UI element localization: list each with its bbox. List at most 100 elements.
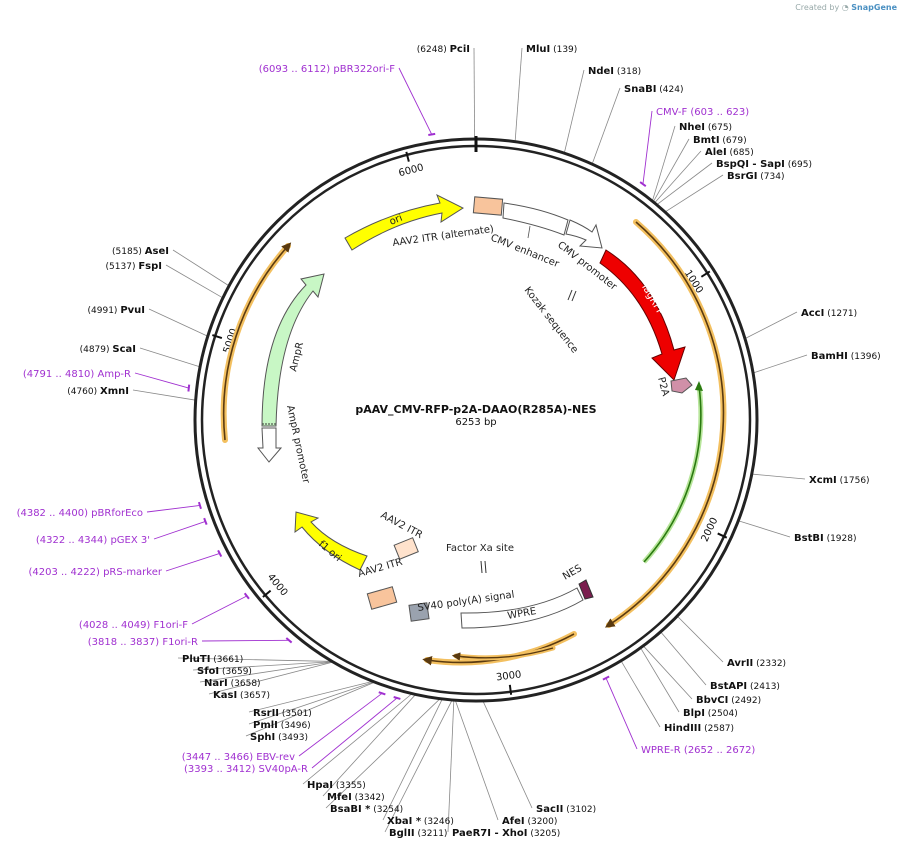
primer-label: (4203 .. 4222) pRS-marker (28, 567, 162, 578)
site-connector (473, 47, 475, 140)
site-label: BmtI (679) (693, 135, 747, 146)
primer-connector (398, 67, 433, 135)
site-connector (744, 311, 798, 340)
feature-tagrfp (599, 249, 686, 381)
site-connector (447, 700, 455, 833)
primer-mark (602, 675, 610, 681)
site-connector (165, 264, 224, 299)
credit-prefix: Created by (795, 3, 840, 12)
plasmid-length: 6253 bp (455, 417, 496, 428)
feature-f1-ori (294, 511, 368, 571)
primer-mark (393, 696, 401, 700)
primer-connectors (134, 67, 653, 769)
primer-label: (3818 .. 3837) F1ori-R (88, 637, 198, 648)
feature-label-cmv-enhancer: CMV enhancer (489, 233, 561, 271)
primer-label: (4791 .. 4810) Amp-R (23, 369, 131, 380)
primer-mark (378, 691, 386, 696)
snapgene-credit: Created by ◔ SnapGene (795, 3, 897, 12)
snapgene-logo-icon: ◔ (841, 3, 849, 12)
site-connector (248, 681, 375, 725)
site-connector (664, 174, 724, 213)
site-connector (640, 647, 680, 713)
primer-mark (285, 637, 293, 644)
primer-connector (201, 639, 289, 642)
primer-label: (3393 .. 3412) SV40pA-R (184, 764, 308, 775)
feature-label-sv40-polya: SV40 poly(A) signal (417, 589, 515, 613)
primer-label: WPRE-R (2652 .. 2672) (641, 745, 755, 756)
site-label: SacII (3102) (536, 804, 596, 815)
site-label: (5137) FspI (106, 261, 162, 272)
site-label: BstBI (1928) (794, 533, 857, 544)
site-connector (139, 347, 201, 368)
primer-label: (3447 .. 3466) EBV-rev (182, 752, 295, 763)
feature-label-kozak: Kozak sequence (522, 285, 580, 355)
primer-mark (428, 132, 436, 136)
site-connector (652, 138, 690, 203)
primer-mark (243, 592, 250, 600)
plasmid-name: pAAV_CMV-RFP-p2A-DAAO(R285A)-NES (355, 403, 596, 416)
primer-connector (298, 692, 383, 757)
site-label: (4991) PvuI (88, 305, 145, 316)
primer-connector (146, 505, 200, 513)
site-connector (751, 473, 806, 480)
site-label: BlpI (2504) (683, 708, 738, 719)
primer-label: (4382 .. 4400) pBRforEco (17, 508, 143, 519)
site-connector (514, 47, 523, 142)
site-connector (654, 150, 702, 204)
site-label: BstAPI (2413) (710, 681, 780, 692)
site-connector (738, 520, 791, 538)
primer-connector (153, 520, 206, 540)
site-connector (208, 661, 334, 695)
tick-label: 4000 (265, 572, 290, 599)
site-label: HindIII (2587) (664, 723, 734, 734)
feature-nes (578, 579, 594, 600)
primer-connector (191, 595, 247, 625)
feature-ampr (261, 273, 325, 427)
feature-wpre (460, 587, 584, 629)
feature-aav2-itr-1 (393, 537, 419, 560)
feature-label-aav2-itr-alt: AAV2 ITR (alternate) (392, 224, 495, 249)
site-label: BsaBI * (3254) (330, 804, 403, 815)
site-label: SnaBI (424) (624, 84, 683, 95)
site-label: SfoI (3659) (197, 666, 252, 677)
site-connector (172, 249, 230, 287)
site-connectors (132, 47, 808, 833)
site-connector (248, 680, 373, 713)
site-label: PmlI (3496) (253, 720, 311, 731)
primer-label: (6093 .. 6112) pBR322ori-F (259, 64, 395, 75)
feature-label-ori: ori (388, 213, 404, 228)
site-label: NarI (3658) (204, 678, 261, 689)
tick-label: 6000 (398, 162, 425, 179)
feature-cmv-promoter (565, 219, 603, 249)
site-label: AccI (1271) (801, 308, 857, 319)
site-connector (676, 615, 724, 663)
site-connector (752, 354, 808, 374)
feature-label-ampr-promoter: AmpR promoter (284, 404, 311, 485)
site-connector (642, 645, 693, 700)
orf-arc-bottom2 (453, 645, 556, 661)
feature-sv40-polya (408, 602, 430, 622)
primer-connector (165, 553, 220, 572)
site-connector (384, 699, 453, 833)
site-connector (132, 389, 196, 401)
credit-brand: SnapGene (851, 3, 897, 12)
feature-label-aav2-itr-1: AAV2 ITR (379, 510, 425, 541)
site-label: PluTI (3661) (182, 654, 243, 665)
feature-kozak (567, 289, 577, 302)
site-label: NheI (675) (679, 122, 732, 133)
site-connector (245, 681, 375, 737)
primer-mark (639, 181, 647, 187)
feature-factor-xa (480, 560, 487, 574)
site-connector (322, 694, 416, 797)
primer-connector (134, 372, 189, 389)
site-label: BamHI (1396) (811, 351, 881, 362)
primer-mark (203, 517, 208, 526)
site-connector (382, 698, 443, 821)
primer-label: (4028 .. 4049) F1ori-F (79, 620, 188, 631)
site-label: PaeR7I - XhoI (3205) (452, 828, 560, 839)
orf-arcs (220, 219, 727, 666)
primer-mark (187, 384, 191, 392)
